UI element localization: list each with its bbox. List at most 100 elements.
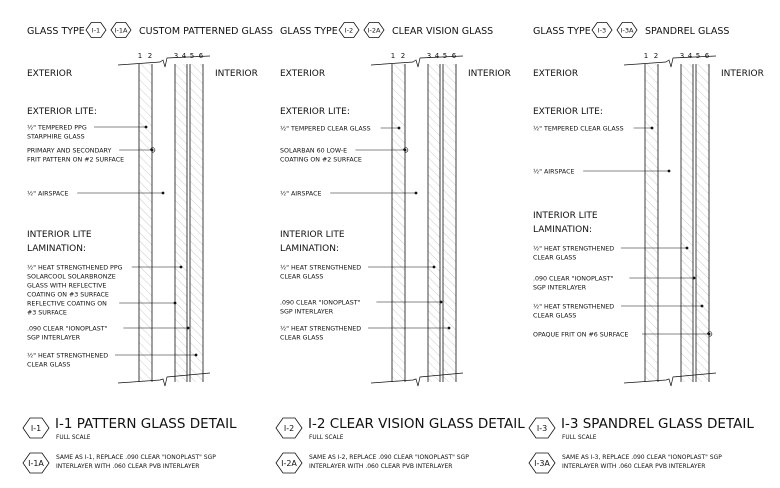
leader-dot <box>650 126 654 130</box>
glass-type-tag: I-2 <box>338 22 360 38</box>
hexagon-tag-outline <box>363 22 385 38</box>
surface-number: 5 <box>443 52 447 60</box>
glass-type-tag: I-1 <box>85 22 107 38</box>
surface-number: 2 <box>401 52 405 60</box>
surface-number: 6 <box>705 52 710 60</box>
leader-dot <box>161 191 165 195</box>
alt-detail-note: INTERLAYER WITH .060 CLEAR PVB INTERLAYE… <box>562 463 705 470</box>
bottom-break-line <box>623 372 717 387</box>
detail-title: I-2 CLEAR VISION GLASS DETAIL <box>308 416 525 432</box>
glass-type-alt-tag: I-3A <box>616 22 638 38</box>
glass-type-name: CUSTOM PATTERNED GLASS <box>139 26 273 37</box>
callout-text-line: STARPHIRE GLASS <box>27 134 85 141</box>
callout-text-line: CLEAR GLASS <box>533 313 576 320</box>
alt-detail-tag: I-3A <box>528 452 556 474</box>
exterior-label: EXTERIOR <box>280 69 325 79</box>
interior-lite-heading: INTERIOR LITE <box>27 230 92 240</box>
interior-lite-3-hatch <box>696 64 709 382</box>
leader-dot <box>432 265 436 269</box>
interior-callout: ½" HEAT STRENGTHENED CLEAR GLASS <box>280 325 451 342</box>
callout-text-line: GLASS WITH REFLECTIVE <box>27 283 106 290</box>
interior-lite-2-hatch <box>681 64 693 382</box>
surface-number: 4 <box>182 52 187 60</box>
hexagon-tag-outline <box>338 22 360 38</box>
callout-text-line: COATING ON #2 SURFACE <box>280 157 362 164</box>
exterior-lite-hatch <box>139 64 152 382</box>
top-break-line <box>623 55 717 68</box>
surface-number: 1 <box>391 52 395 60</box>
detail-tag: I-3 <box>528 417 556 439</box>
interior-callout: ½" HEAT STRENGTHENED CLEAR GLASS <box>533 303 704 320</box>
surface-number: 6 <box>452 52 457 60</box>
hexagon-tag-outline <box>85 22 107 38</box>
glass-type-label: GLASS TYPE <box>27 26 85 37</box>
exterior-label: EXTERIOR <box>533 69 578 79</box>
callout-text-line: ½" TEMPERED PPG <box>27 124 87 132</box>
hexagon-tag-label: I-2 <box>284 424 294 433</box>
hexagon-tag-outline <box>275 452 303 474</box>
hexagon-tag-label: I-2A <box>281 459 297 468</box>
callout-text-line: FRIT PATTERN ON #2 SURFACE <box>27 157 124 164</box>
callout-text-line: SGP INTERLAYER <box>280 309 334 316</box>
hexagon-tag-outline <box>528 417 556 439</box>
alt-detail-note: SAME AS I-2, REPLACE .090 CLEAR "IONOPLA… <box>309 454 469 461</box>
interior-lite-heading: INTERIOR LITE <box>280 230 345 240</box>
callout-text-line: ½" HEAT STRENGTHENED <box>280 264 361 272</box>
callout-text-line: ½" HEAT STRENGTHENED <box>27 352 108 360</box>
hexagon-tag-outline <box>275 417 303 439</box>
exterior-callout: ½" TEMPERED PPG STARPHIRE GLASS <box>27 124 148 141</box>
hexagon-tag-outline <box>528 452 556 474</box>
interior-callout: .090 CLEAR "IONOPLAST" SGP INTERLAYER <box>533 276 696 292</box>
callout-text-line: SGP INTERLAYER <box>533 285 587 292</box>
callout-text-line: PRIMARY AND SECONDARY <box>27 148 112 155</box>
callout-text-line: .090 CLEAR "IONOPLAST" <box>27 326 108 333</box>
glass-type-tag: I-3 <box>591 22 613 38</box>
hexagon-tag-label: I-3A <box>621 26 634 34</box>
surface-number: 2 <box>148 52 152 60</box>
callout-text-line: CLEAR GLASS <box>280 335 323 342</box>
callout-text-line: ½" HEAT STRENGTHENED PPG <box>27 264 123 272</box>
leader-dot <box>186 326 190 330</box>
leader-dot <box>685 246 689 250</box>
leader-dot <box>700 304 704 308</box>
callout-text-line: ½" HEAT STRENGTHENED <box>533 303 614 311</box>
exterior-callout: ½" AIRSPACE <box>280 190 418 198</box>
leader-dot <box>692 276 696 280</box>
exterior-lite-heading: EXTERIOR LITE: <box>533 107 603 117</box>
callout-text-line: ½" HEAT STRENGTHENED <box>280 325 361 333</box>
alt-detail-note: SAME AS I-1, REPLACE .090 CLEAR "IONOPLA… <box>56 454 216 461</box>
interior-lite-3-hatch <box>190 64 203 382</box>
surface-number: 2 <box>654 52 658 60</box>
top-break-line <box>117 55 211 68</box>
interior-lite-heading: INTERIOR LITE <box>533 211 598 221</box>
callout-text-line: ½" AIRSPACE <box>27 190 69 198</box>
surface-number: 1 <box>138 52 142 60</box>
interior-label: INTERIOR <box>468 69 511 79</box>
hexagon-tag-label: I-1A <box>28 459 44 468</box>
exterior-lite-hatch <box>645 64 658 382</box>
callout-text-line: ½" TEMPERED CLEAR GLASS <box>280 125 371 133</box>
exterior-label: EXTERIOR <box>27 69 72 79</box>
callout-text-line: .090 CLEAR "IONOPLAST" <box>533 276 614 283</box>
lamination-heading: LAMINATION: <box>27 244 86 254</box>
callout-text-line: ½" HEAT STRENGTHENED <box>533 245 614 253</box>
surface-curl-marker <box>149 147 156 153</box>
interior-label: INTERIOR <box>721 69 764 79</box>
leader-dot <box>403 148 407 152</box>
surface-number: 3 <box>680 52 684 60</box>
lamination-heading: LAMINATION: <box>280 244 339 254</box>
exterior-lite-hatch <box>392 64 405 382</box>
alt-detail-tag: I-1A <box>22 452 50 474</box>
exterior-callout: ½" AIRSPACE <box>27 190 165 198</box>
glass-type-name: SPANDREL GLASS <box>645 26 729 37</box>
glass-type-alt-tag: I-1A <box>110 22 132 38</box>
leader-dot <box>667 169 671 173</box>
leader-dot <box>194 353 198 357</box>
